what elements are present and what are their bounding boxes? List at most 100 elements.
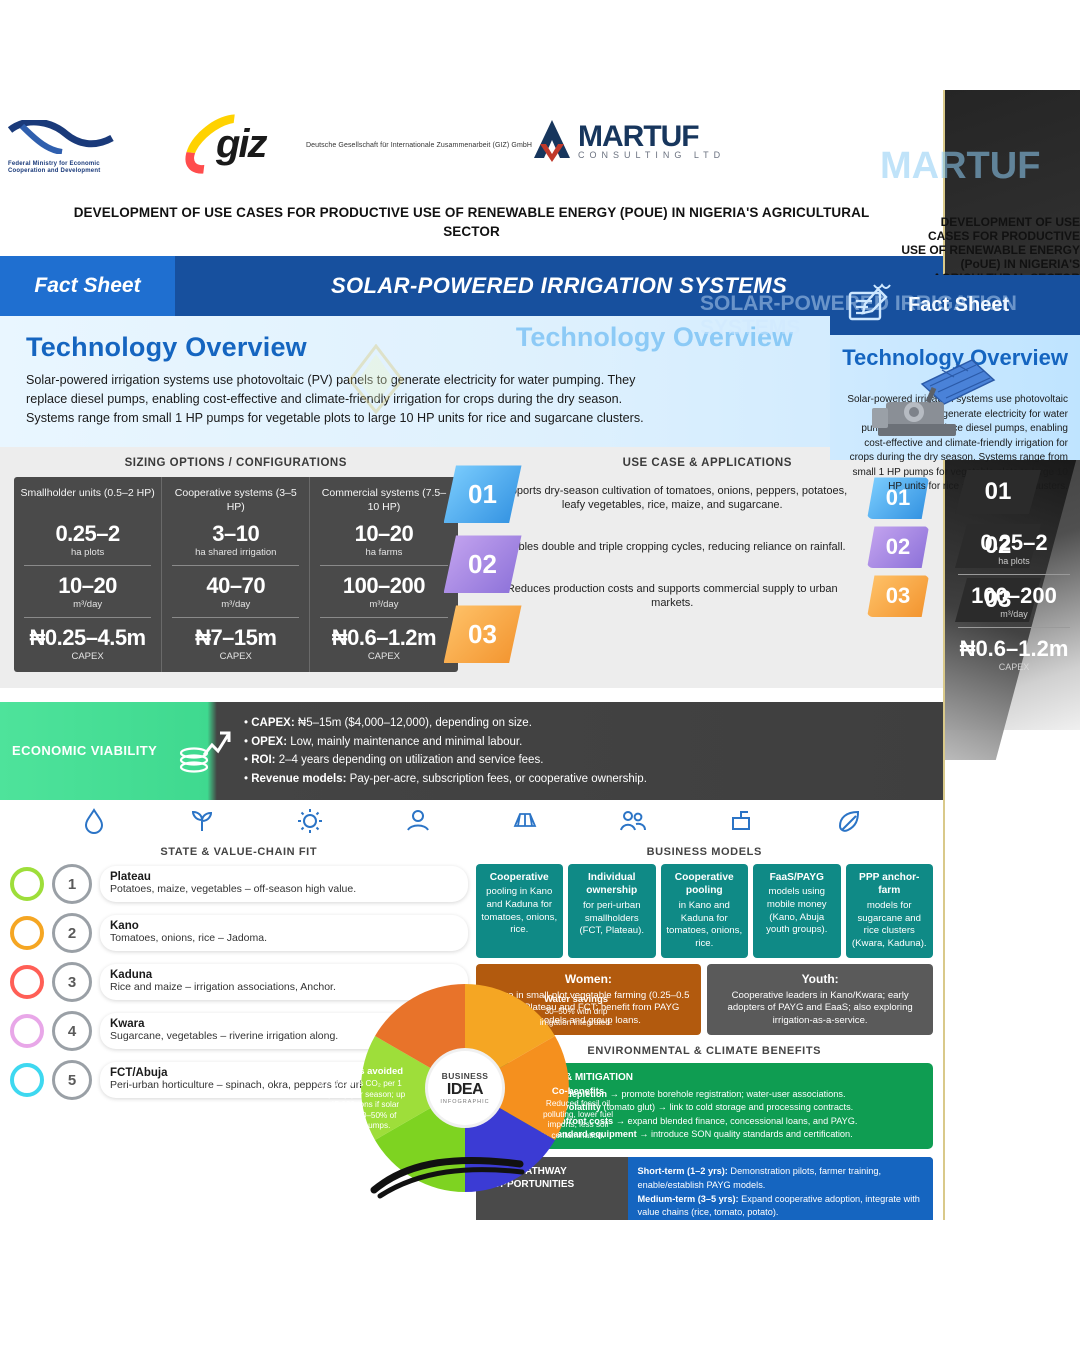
sun-icon [297,809,322,834]
fact-sheet-poster: Federal Ministry for Economic Cooperatio… [0,90,945,1220]
martuf-logo: MARTUF CONSULTING LTD [530,118,725,162]
wheel-segment-emissions: Emissions avoided 0.7–1.2 tons CO₂ per 1… [314,1066,406,1131]
sizing-flow-unit: m³/day [221,599,251,611]
martuf-subtitle: CONSULTING LTD [578,150,726,160]
people-icon [620,811,647,831]
wheel-segment-cobenefits: Co-benefits Reduced fossil oil polluting… [542,1086,614,1140]
state-ring-5 [10,1063,44,1098]
state-desc: Potatoes, maize, vegetables – off-season… [110,883,357,896]
use-case-text: Reduces production costs and supports co… [506,582,838,610]
scale-pathway-section: SCALE PATHWAY & OPPORTUNITIES Short-term… [475,1157,933,1220]
sizing-column: Commercial systems (7.5–10 HP) 10–20 ha … [310,477,457,672]
sizing-heading: SIZING OPTIONS / CONFIGURATIONS [124,457,347,470]
business-model-text: in Kano and Kaduna for tomatoes, onions,… [666,899,743,949]
state-number: 3 [52,962,92,1003]
state-name: Kano [110,920,139,933]
use-case-section: USE CASE & APPLICATIONS Supports dry-sea… [472,447,944,688]
list-item: 2 Kano Tomatoes, onions, rice – Jadoma. [10,913,468,954]
sizing-grid: Smallholder units (0.5–2 HP) 0.25–2 ha p… [14,477,458,673]
water-drop-icon [84,808,103,834]
sizing-unit: ha shared irrigation [195,547,277,559]
state-number: 5 [52,1060,92,1101]
economic-bullet: Revenue models: Pay-per-acre, subscripti… [244,770,925,788]
sprout-icon [191,811,212,832]
states-heading: STATE & VALUE-CHAIN FIT [160,846,318,859]
state-number: 1 [52,864,92,905]
scale-list: Short-term (1–2 yrs): Demonstration pilo… [627,1157,933,1220]
economic-bullet: CAPEX: ₦5–15m ($4,000–12,000), depending… [244,714,925,732]
giz-wordmark: giz [216,122,268,166]
page-title: DEVELOPMENT OF USE CASES FOR PRODUCTIVE … [73,205,870,239]
sizing-capex: ₦0.25–4.5m [29,625,147,651]
banner-watermark: SOLAR-POWERED IRRIGATION SYSTEMS [700,292,1017,339]
inclusion-title: Youth: [801,971,839,986]
use-case-row: Supports dry-season cultivation of tomat… [486,477,929,520]
state-name: FCT/Abuja [110,1067,168,1080]
environmental-wheel: BUSINESS IDEA INFOGRAPHIC Water savings … [315,970,613,1206]
list-item: 3 Kaduna Rice and maize – irrigation ass… [10,962,468,1003]
business-model-title: Cooperative pooling [674,872,734,897]
risk-item: Aquifer depletion → promote borehole reg… [531,1088,846,1099]
sizing-flow: 40–70 [206,573,266,599]
technology-heading: Technology Overview [26,331,307,362]
sizing-capex-label: CAPEX [219,651,252,663]
business-model-title: PPP anchor-farm [859,872,920,897]
hex-number-02: 02 [443,535,522,594]
business-model-title: FaaS/PAYG [769,872,824,884]
hand-coin-icon [406,810,429,831]
use-case-row: Reduces production costs and supports co… [486,575,929,618]
inclusion-text: Active in small-plot vegetable farming (… [487,989,690,1027]
sizing-flow: 10–20 [58,573,117,599]
use-case-number: 01 [867,477,929,520]
use-case-text: Enables double and triple cropping cycle… [498,541,846,554]
hex-number-01: 01 [443,465,522,524]
pump-icon [732,811,751,831]
sizing-label: Commercial systems (7.5–10 HP) [321,487,447,514]
martuf-wordmark: MARTUF [578,120,700,153]
hex-number-03: 03 [443,605,522,664]
sizing-value: 0.25–2 [55,521,120,547]
scale-item: Medium-term (3–5 yrs): Expand cooperativ… [637,1193,920,1218]
business-model-title: Individual ownership [586,872,638,897]
banner-subject: SOLAR-POWERED IRRIGATION SYSTEMS [175,255,943,316]
giz-subtitle: Deutsche Gesellschaft für Internationale… [306,141,533,149]
economic-viability-title: ECONOMIC VIABILITY [12,743,158,759]
inclusion-title: Women: [564,971,612,986]
state-desc: Peri-urban horticulture – spinach, okra,… [110,1079,420,1092]
bmz-caption: Federal Ministry for Economic Cooperatio… [8,161,101,174]
leaf-icon [348,343,404,414]
wheel-center-label: BUSINESS IDEA INFOGRAPHIC [428,1051,502,1125]
sizing-unit: ha plots [70,547,105,559]
fact-sheet-label: Fact Sheet [0,255,175,316]
lower-grid: STATE & VALUE-CHAIN FIT 1 Plateau Potato… [0,836,943,1220]
environment-heading: ENVIRONMENTAL & CLIMATE BENEFITS [587,1045,822,1058]
state-number: 2 [52,913,92,954]
sizing-capex-label: CAPEX [71,651,104,663]
martuf-mark-icon [534,120,570,162]
business-model-text: pooling in Kano and Kaduna for tomatoes,… [481,886,558,936]
state-ring-4 [10,1014,44,1049]
sizing-flow-unit: m³/day [369,599,399,611]
scale-item: Short-term (1–2 yrs): Demonstration pilo… [637,1166,882,1191]
leaf-icon [839,811,860,832]
business-model-card: FaaS/PAYG models using mobile money (Kan… [753,864,841,958]
state-ring-1 [10,867,44,902]
business-models-heading: BUSINESS MODELS [646,846,762,859]
state-desc: Rice and maize – irrigation associations… [110,981,336,994]
business-model-title: Cooperative [489,872,549,884]
fact-sheet-banner: Fact Sheet SOLAR-POWERED IRRIGATION SYST… [0,255,943,316]
icon-strip [0,800,943,836]
sizing-hex-numbers: 01 02 03 [443,465,522,664]
state-name: Kaduna [110,969,153,982]
sizing-value: 10–20 [354,521,414,547]
business-model-text: for peri-urban smallholders (FCT, Platea… [579,899,644,937]
state-number: 4 [52,1011,92,1052]
state-card: Plateau Potatoes, maize, vegetables – of… [100,866,468,902]
business-model-card: Individual ownership for peri-urban smal… [568,864,656,958]
risk-item: High upfront costs → expand blended fina… [531,1115,858,1126]
sizing-label: Cooperative systems (3–5 HP) [174,487,297,514]
state-card: Kaduna Rice and maize – irrigation assoc… [100,964,468,1000]
use-case-number: 02 [867,526,929,569]
business-model-card: PPP anchor-farm models for sugarcane and… [845,864,933,958]
